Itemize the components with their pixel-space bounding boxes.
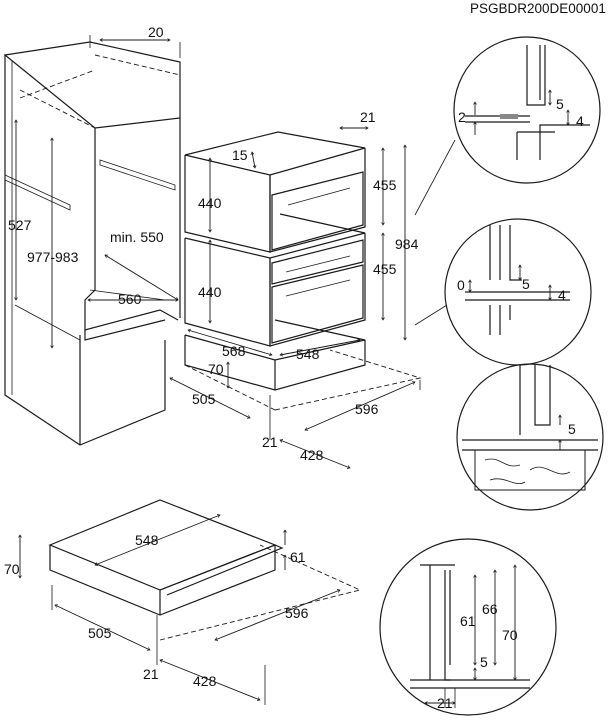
drawer-front-61-label: 61 bbox=[290, 549, 306, 565]
detail4-height-70: 70 bbox=[502, 627, 518, 643]
stack-depth-568-label: 568 bbox=[222, 343, 246, 359]
drawer-depth-505-label: 505 bbox=[88, 625, 112, 641]
drawing-code: PSGBDR200DE00001 bbox=[470, 1, 606, 16]
stack-upper-height-label: 440 bbox=[198, 195, 222, 211]
drawer-front-21-label: 21 bbox=[143, 666, 159, 682]
drawer-width-596-label: 596 bbox=[285, 605, 309, 621]
detail2-gap-5: 5 bbox=[522, 276, 530, 292]
stack-width-548-label: 548 bbox=[296, 346, 320, 362]
detail4-depth-21: 21 bbox=[437, 695, 453, 711]
niche-height-range-label: 977-983 bbox=[27, 249, 79, 265]
oven-stack bbox=[170, 128, 422, 468]
detail4-gap-5: 5 bbox=[480, 654, 488, 670]
stack-lower-height-label: 440 bbox=[198, 284, 222, 300]
drawer-unit bbox=[20, 499, 362, 705]
drawer-width-428-label: 428 bbox=[193, 673, 217, 689]
stack-front-depth-label: 21 bbox=[360, 109, 376, 125]
stack-top-gap-label: 15 bbox=[232, 147, 248, 163]
drawer-width-548-label: 548 bbox=[135, 532, 159, 548]
detail-3 bbox=[456, 363, 604, 511]
stack-upper-opening-label: 455 bbox=[373, 177, 397, 193]
stack-bottom-21-label: 21 bbox=[262, 434, 278, 450]
detail-1 bbox=[414, 36, 601, 216]
drawer-height-70-label: 70 bbox=[4, 561, 20, 577]
stack-width-428-label: 428 bbox=[300, 447, 324, 463]
detail4-height-66: 66 bbox=[482, 601, 498, 617]
stack-total-height-label: 984 bbox=[395, 236, 419, 252]
detail2-gap-0: 0 bbox=[457, 277, 465, 293]
detail1-gap-4: 4 bbox=[576, 113, 584, 129]
detail-4 bbox=[379, 538, 557, 716]
stack-lower-opening-label: 455 bbox=[373, 261, 397, 277]
niche-top-depth-label: 20 bbox=[148, 24, 164, 40]
stack-depth-505-label: 505 bbox=[192, 391, 216, 407]
niche-cabinet bbox=[3, 35, 181, 446]
niche-width-label: 560 bbox=[118, 291, 142, 307]
detail2-gap-4: 4 bbox=[558, 287, 566, 303]
detail1-gap-5: 5 bbox=[556, 96, 564, 112]
stack-drawer-height-label: 70 bbox=[208, 361, 224, 377]
detail1-gap-2: 2 bbox=[458, 109, 466, 125]
niche-height-label: 527 bbox=[8, 217, 32, 233]
stack-width-596-label: 596 bbox=[355, 401, 379, 417]
niche-min-width-label: min. 550 bbox=[110, 229, 164, 245]
detail4-height-61: 61 bbox=[460, 613, 476, 629]
detail3-gap-5: 5 bbox=[568, 421, 576, 437]
